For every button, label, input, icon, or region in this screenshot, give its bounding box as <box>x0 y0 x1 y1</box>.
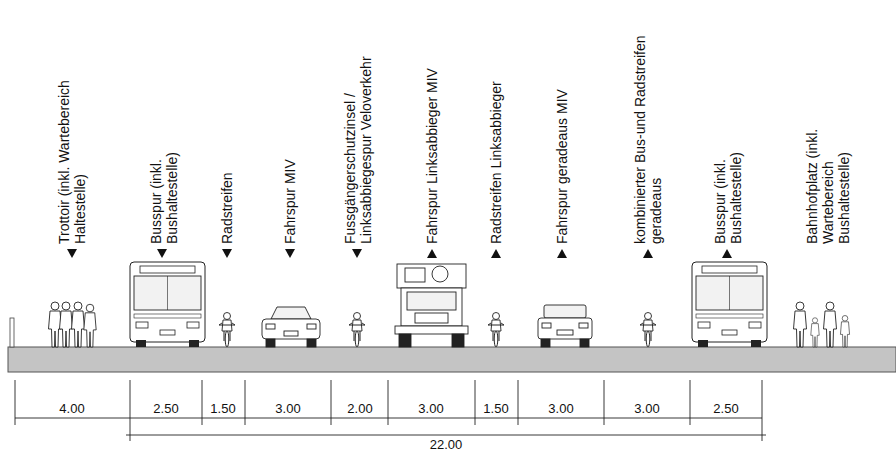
pedestrians <box>794 302 850 347</box>
lane-label: Fahrspur Linksabbieger MIV <box>424 19 440 244</box>
lane-label: Radstreifen <box>219 124 235 244</box>
lane-label: Radstreifen Linksabbieger <box>488 29 504 244</box>
truck <box>395 264 468 347</box>
ground <box>8 347 896 372</box>
dimension-label: 2.00 <box>347 402 372 416</box>
car <box>262 307 320 347</box>
lane-label: Busspur (inkl. Bushaltestelle) <box>148 94 180 244</box>
suv <box>538 305 592 347</box>
dimension-lines <box>15 380 766 441</box>
bus <box>692 262 767 347</box>
dimension-label: 1.50 <box>483 402 508 416</box>
dimension-label: 2.50 <box>153 402 178 416</box>
lane-label: Fahrspur geradeaus MIV <box>554 29 570 244</box>
lane-label: Bahnhofplatz (inkl. Wartebereich Bushalt… <box>804 109 852 244</box>
lane-label: Fahrspur MIV <box>282 114 298 244</box>
lane-label: Trottoir (inkl. Wartebereich Haltestelle… <box>56 39 88 244</box>
bus <box>130 262 205 347</box>
lane-label: Busspur (inkl. Bushaltestelle) <box>712 94 744 244</box>
lane-label: kombinierter Bus-und Radstreifen geradea… <box>632 19 664 244</box>
lane-markers <box>67 249 732 258</box>
dimension-label: 2.50 <box>713 402 738 416</box>
bollard <box>10 318 14 347</box>
pedestrians <box>49 302 97 347</box>
dimension-label: 1.50 <box>210 402 235 416</box>
dimension-label: 3.00 <box>634 402 659 416</box>
dimension-label: 3.00 <box>418 402 443 416</box>
lane-label: Fussgängerschutzinsel / Linksabbiegespur… <box>342 39 374 244</box>
dimension-label: 3.00 <box>548 402 573 416</box>
dimension-label: 4.00 <box>59 402 84 416</box>
dimension-label: 3.00 <box>275 402 300 416</box>
dimension-label: 22.00 <box>430 438 463 452</box>
